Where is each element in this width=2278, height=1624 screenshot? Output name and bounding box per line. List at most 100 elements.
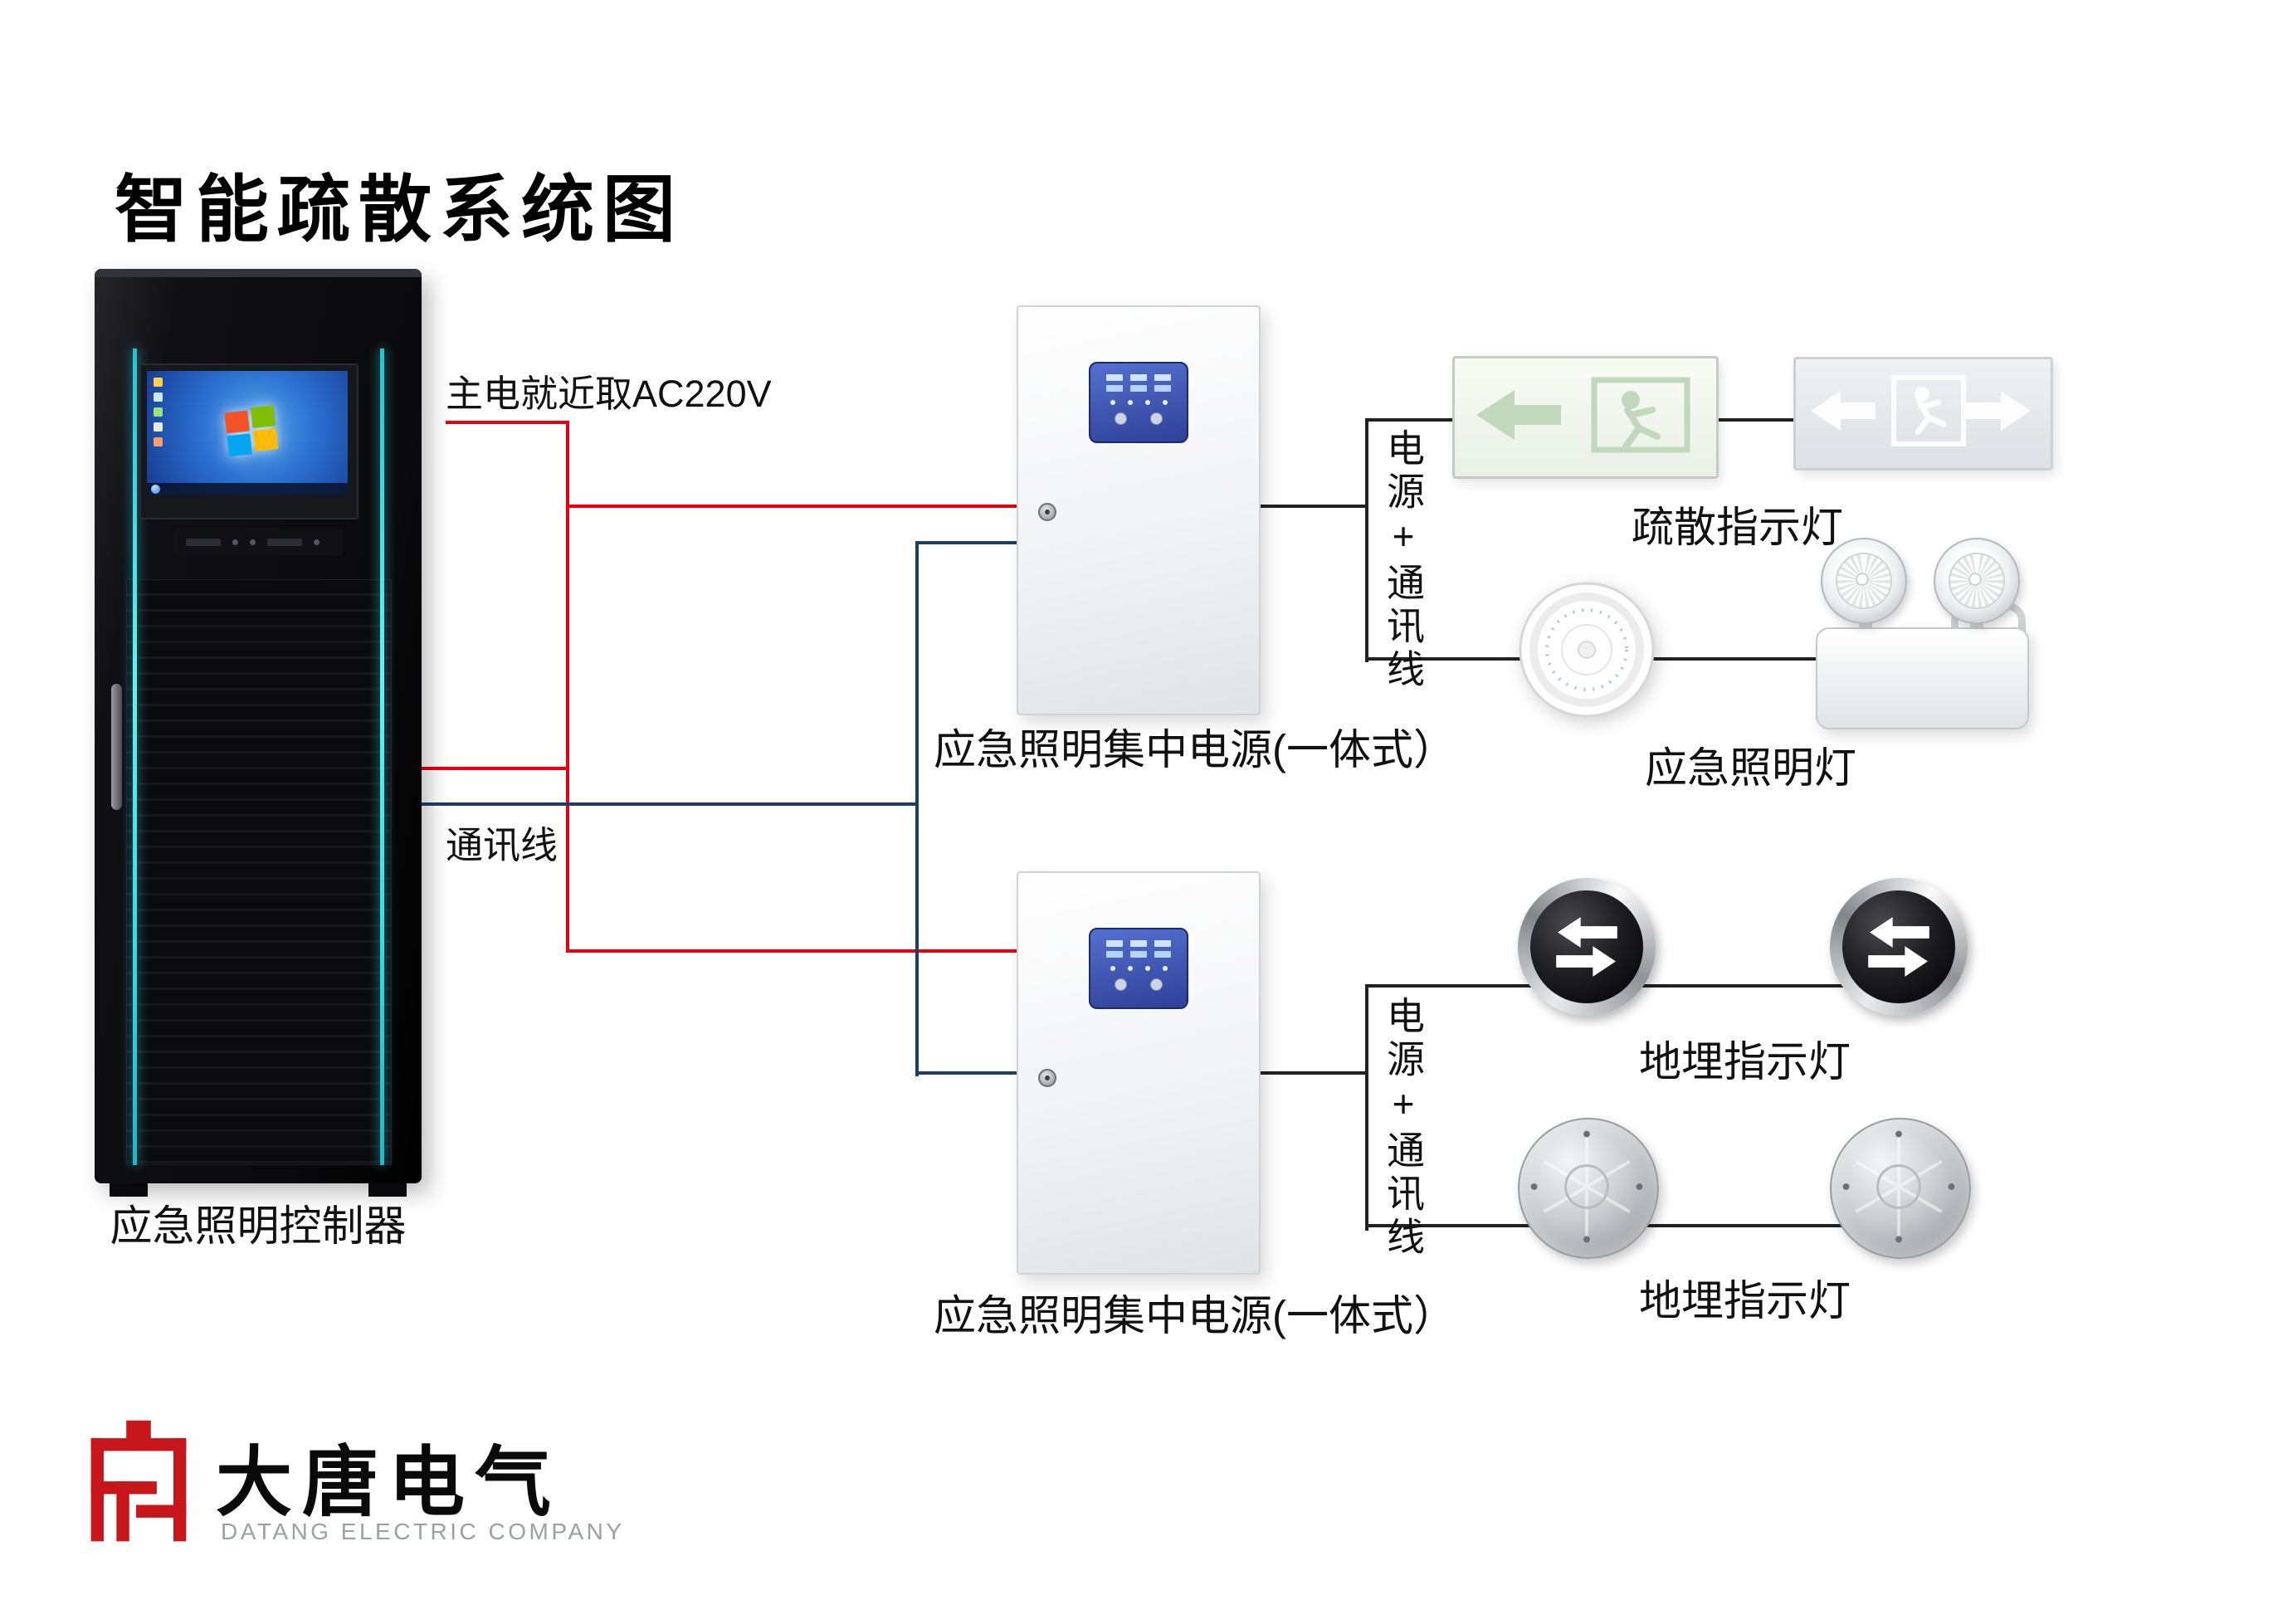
led-bar — [1130, 385, 1147, 392]
comm-line-branch-box1 — [915, 541, 1017, 544]
comm-line-label: 通讯线 — [446, 824, 559, 866]
control-slot — [186, 538, 221, 546]
cabinet-door-handle — [111, 684, 122, 810]
panel-button — [1150, 978, 1163, 991]
led-bar — [1106, 940, 1123, 947]
power-line-branch-box1 — [566, 505, 1017, 508]
power-comm-label-top: 电源+通讯线 — [1382, 428, 1425, 692]
connector-box2-to-bracket — [1257, 1071, 1367, 1075]
led-row — [1106, 374, 1171, 381]
buried-light-group-label-top: 地埋指示灯 — [1639, 1038, 1851, 1085]
company-name-en: DATANG ELECTRIC COMPANY — [221, 1519, 625, 1544]
desktop-icon — [154, 407, 163, 417]
comm-line-vertical — [915, 541, 919, 1076]
indicator-dot — [1110, 400, 1115, 405]
running-man-exit-icon — [1811, 375, 2031, 446]
indicator-dot-row — [1110, 400, 1168, 405]
control-led — [250, 539, 256, 545]
bracket1-vertical — [1365, 418, 1368, 662]
datang-seal-icon — [80, 1411, 198, 1549]
buried-light-face — [1842, 890, 1955, 1003]
desktop-icon — [154, 422, 163, 432]
buried-indicator-steel-2 — [1830, 1118, 1971, 1259]
led-bar — [1106, 385, 1123, 392]
power-supply-box-1 — [1017, 305, 1261, 715]
indicator-dot — [1110, 966, 1115, 971]
panel-button-row — [1115, 978, 1163, 991]
cabinet-accent-strip-left — [133, 349, 137, 1165]
led-bar — [1130, 951, 1147, 958]
swap-arrows-icon — [1868, 917, 1929, 977]
power-line-branch-box2 — [566, 949, 1017, 953]
power-supply-display-panel — [1089, 928, 1188, 1009]
cabinet-accent-strip-right — [380, 349, 384, 1165]
led-bar — [1154, 385, 1171, 392]
round-lamp-icon — [1519, 582, 1655, 718]
buried-light-face — [1530, 890, 1643, 1003]
comm-line-branch-box2 — [915, 1071, 1017, 1075]
power-line-vertical — [566, 421, 569, 953]
power-supply-display-panel — [1089, 362, 1188, 443]
power-comm-label-bottom: 电源+通讯线 — [1382, 996, 1425, 1260]
desktop-icon — [154, 393, 163, 402]
cabinet-vented-door — [126, 579, 392, 1165]
desktop-icon — [154, 437, 163, 446]
lock-icon — [1038, 503, 1056, 521]
panel-button — [1115, 412, 1127, 425]
led-row — [1106, 940, 1171, 947]
exit-sign-right — [1793, 357, 2053, 471]
panel-button — [1115, 978, 1127, 991]
cabinet-top-edge — [95, 269, 422, 277]
controller-cabinet — [95, 269, 422, 1183]
indicator-dot — [1144, 400, 1150, 405]
exit-sign-left — [1452, 356, 1719, 479]
swap-arrows-icon — [1556, 917, 1617, 977]
control-led — [232, 539, 238, 545]
lamp-head-icon — [1934, 538, 2020, 624]
power-supply-2-label: 应急照明集中电源(一体式） — [934, 1292, 1456, 1339]
buried-indicator-steel-1 — [1518, 1118, 1659, 1259]
company-name: 大唐电气 — [216, 1441, 562, 1525]
power-line-top-segment — [446, 421, 569, 424]
page-title: 智能疏散系统图 — [115, 168, 685, 251]
led-bar — [1106, 374, 1123, 381]
lamp-body — [1816, 627, 2029, 729]
led-bar — [1130, 374, 1147, 381]
led-row — [1106, 951, 1171, 958]
start-orb-icon — [151, 485, 160, 494]
windows-logo-icon — [224, 405, 282, 458]
ceiling-emergency-lamp — [1518, 581, 1656, 719]
connector-box1-to-bracket — [1257, 505, 1367, 508]
bracket2-vertical — [1365, 984, 1368, 1231]
lamp-reflector — [1949, 553, 2005, 609]
indicator-dot — [1162, 400, 1168, 405]
twin-spot-emergency-light — [1816, 538, 2029, 729]
cabinet-control-panel — [174, 528, 344, 556]
power-supply-1-label: 应急照明集中电源(一体式） — [934, 726, 1456, 773]
comm-line-cabinet-stub — [422, 802, 919, 806]
led-bar — [1154, 374, 1171, 381]
taskbar — [147, 483, 348, 495]
buried-indicator-black-1 — [1518, 878, 1656, 1016]
power-supply-box-2 — [1017, 871, 1261, 1275]
steel-light-pattern-icon — [1842, 1130, 1955, 1243]
lamp-head-icon — [1821, 538, 1907, 624]
panel-button — [1150, 412, 1163, 425]
exit-sign-group-label: 疏散指示灯 — [1632, 504, 1844, 551]
led-bar — [1154, 951, 1171, 958]
power-line-cabinet-stub — [422, 767, 569, 770]
running-man-exit-icon — [1476, 377, 1690, 453]
led-bar — [1154, 940, 1171, 947]
led-bar — [1106, 951, 1123, 958]
main-power-label: 主电就近取AC220V — [446, 373, 772, 415]
buried-light-group-label-bottom: 地埋指示灯 — [1639, 1277, 1851, 1324]
indicator-dot — [1127, 966, 1133, 971]
led-row — [1106, 385, 1171, 392]
led-bar — [1130, 940, 1147, 947]
indicator-dot — [1162, 966, 1168, 971]
lamp-reflector — [1836, 553, 1892, 609]
lock-icon — [1038, 1069, 1056, 1087]
controller-label: 应急照明控制器 — [110, 1202, 407, 1250]
indicator-dot-row — [1110, 966, 1168, 971]
